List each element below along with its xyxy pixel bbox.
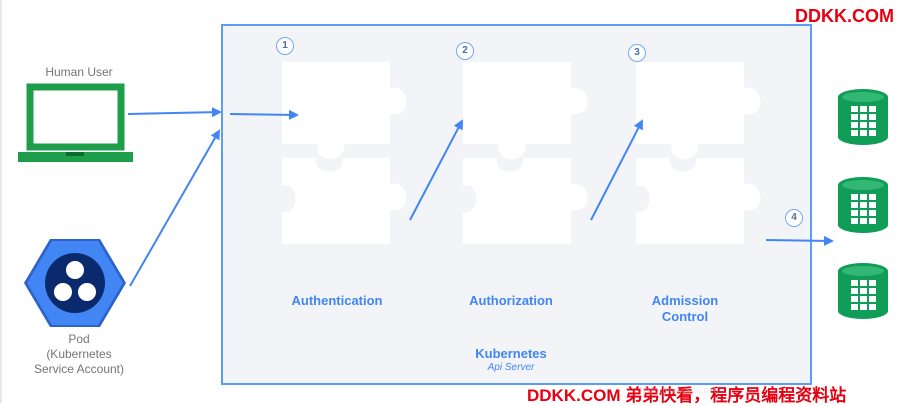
pod-label-line: Pod [68,332,90,346]
to-storage-arrow [765,235,834,246]
laptop-icon [18,83,133,162]
to-authorization-arrow [409,119,463,221]
admission-control-label-line: Admission [651,293,719,308]
step-number-badge: 3 [628,44,646,62]
faint-watermark: http://blog.csdn.net [640,385,717,395]
human-user-label: Human User [45,65,113,79]
watermark-top: DDKK.COM [795,6,894,26]
step-number-badge: 1 [276,37,294,55]
pod-label-line: Service Account) [33,362,125,376]
pod-label: Pod (Kubernetes Service Account) [20,332,138,377]
admission-control-label-line: Control [661,309,709,324]
api-server-title: Kubernetes [475,346,547,361]
authorization-label: Authorization [469,293,553,308]
watermark-bottom: DDKK.COM 弟弟快看，程序员编程资料站 [527,386,847,405]
api-server-subtitle: Api Server [487,362,535,373]
database-icon [838,89,888,145]
pod-hexagon-icon [24,239,126,327]
authentication-label: Authentication [291,293,383,308]
to-authentication-arrow [229,109,299,120]
step-number-badge: 4 [785,209,803,227]
database-icon [838,177,888,233]
step-number-badge: 2 [456,42,474,60]
pod-label-line: (Kubernetes [46,347,112,361]
pod-to-api-arrow [129,129,220,287]
database-icon [838,263,888,319]
admission-control-label: Admission Control [618,293,752,325]
to-admission-arrow [590,119,643,221]
human-to-api-arrow [127,107,222,118]
